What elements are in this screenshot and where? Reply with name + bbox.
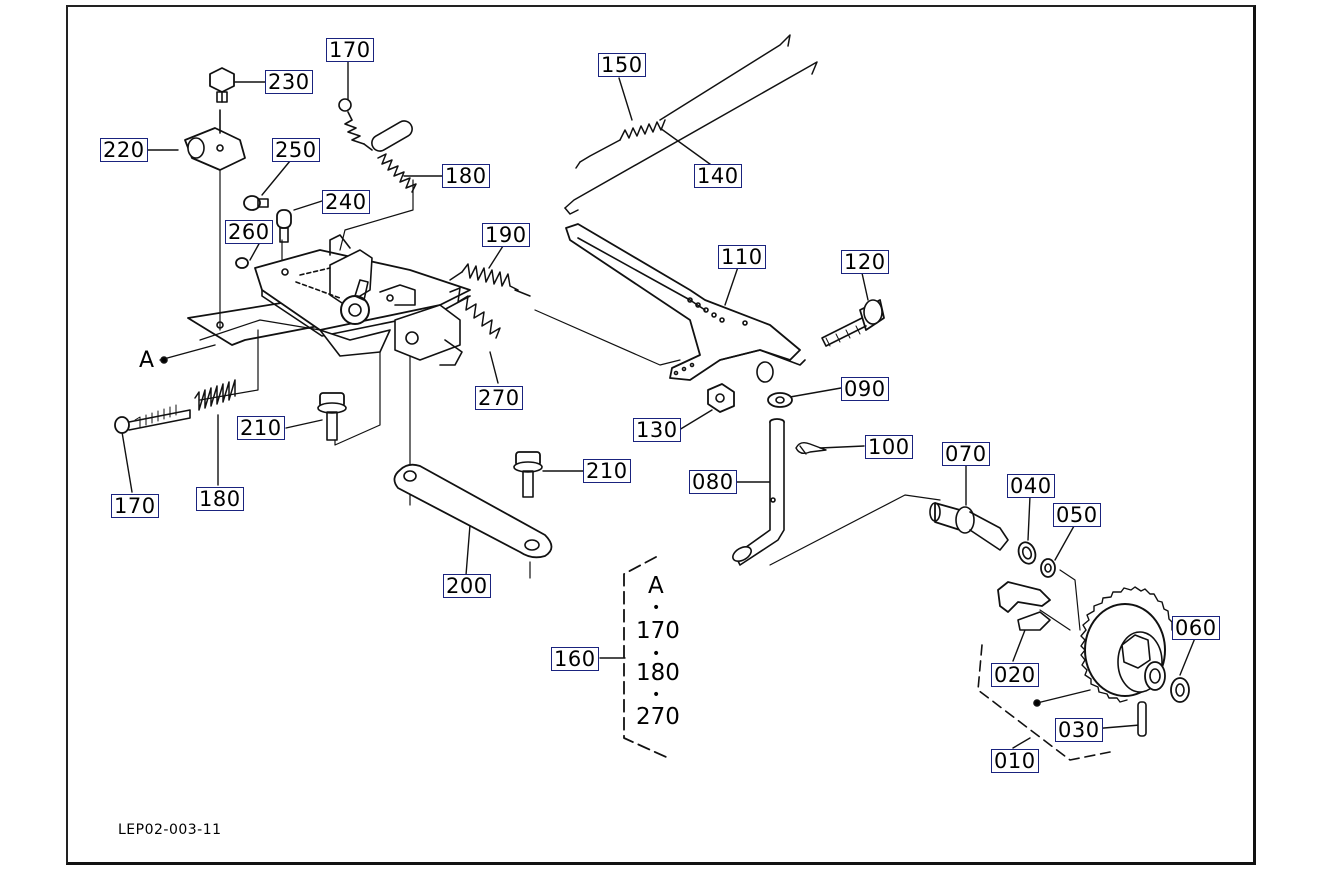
lever-110 — [565, 223, 806, 383]
reference-a-label: A — [139, 348, 155, 373]
drawing-reference-code: LEP02-003-11 — [118, 822, 222, 838]
screw-170-upper — [338, 98, 373, 151]
washer-090 — [767, 392, 793, 408]
callout-120[interactable]: 120 — [841, 250, 889, 274]
shaft-080 — [732, 418, 785, 566]
callout-260[interactable]: 260 — [225, 220, 273, 244]
governor-lever-assembly — [187, 234, 471, 366]
bolt-120 — [821, 299, 885, 347]
marker-dot-a — [160, 356, 168, 364]
link-200 — [393, 463, 553, 559]
callout-130[interactable]: 130 — [633, 418, 681, 442]
callout-220[interactable]: 220 — [100, 138, 148, 162]
callout-210-left[interactable]: 210 — [237, 416, 285, 440]
drawing-frame — [66, 5, 1256, 865]
screw-170-lower — [114, 404, 191, 434]
callout-230[interactable]: 230 — [265, 70, 313, 94]
sleeve-upper — [371, 120, 413, 152]
spring-180-lower — [194, 379, 236, 411]
pin-240 — [276, 209, 292, 243]
callout-070[interactable]: 070 — [942, 442, 990, 466]
shaft-070 — [929, 502, 1009, 551]
callout-170-upper[interactable]: 170 — [326, 38, 374, 62]
leader-lines — [121, 61, 1196, 749]
gear-010 — [1080, 586, 1173, 703]
callout-040[interactable]: 040 — [1007, 474, 1055, 498]
callout-110[interactable]: 110 — [718, 245, 766, 269]
callout-030[interactable]: 030 — [1055, 718, 1103, 742]
clip-100 — [795, 441, 827, 455]
callout-180-upper[interactable]: 180 — [442, 164, 490, 188]
marker-dot-010 — [1033, 699, 1041, 707]
callout-170-lower[interactable]: 170 — [111, 494, 159, 518]
washer-040 — [1017, 541, 1037, 565]
washer-260 — [235, 257, 249, 269]
callout-160[interactable]: 160 — [551, 647, 599, 671]
group-separator-3: • — [652, 687, 661, 703]
callout-080[interactable]: 080 — [689, 470, 737, 494]
rod-140 — [564, 61, 818, 215]
spring-190 — [449, 263, 531, 297]
callout-210-right[interactable]: 210 — [583, 459, 631, 483]
ring-050 — [1040, 558, 1056, 578]
callout-150[interactable]: 150 — [598, 53, 646, 77]
group-separator-1: • — [652, 600, 661, 616]
weight-020 — [997, 581, 1051, 631]
spring-rod-150 — [575, 34, 791, 169]
bolt-210-right — [513, 451, 543, 498]
bracket-220 — [184, 109, 246, 171]
group-item-170: 170 — [636, 618, 680, 644]
washer-060 — [1170, 677, 1190, 703]
group-bracket-010 — [977, 644, 1111, 761]
screw-250 — [243, 195, 269, 211]
callout-250[interactable]: 250 — [272, 138, 320, 162]
spring-270 — [449, 287, 501, 339]
bolt-210-left — [317, 392, 347, 441]
callout-050[interactable]: 050 — [1053, 503, 1101, 527]
callout-060[interactable]: 060 — [1172, 616, 1220, 640]
group-separator-2: • — [652, 646, 661, 662]
group-item-180: 180 — [636, 660, 680, 686]
pin-030 — [1137, 701, 1147, 737]
callout-200[interactable]: 200 — [443, 574, 491, 598]
callout-010[interactable]: 010 — [991, 749, 1039, 773]
spring-180-upper — [377, 153, 417, 193]
callout-190[interactable]: 190 — [482, 223, 530, 247]
callout-090[interactable]: 090 — [841, 377, 889, 401]
callout-100[interactable]: 100 — [865, 435, 913, 459]
bolt-230 — [209, 67, 235, 103]
callout-180-lower[interactable]: 180 — [196, 487, 244, 511]
callout-240[interactable]: 240 — [322, 190, 370, 214]
callout-020[interactable]: 020 — [991, 663, 1039, 687]
assembly-lines — [199, 159, 1081, 631]
group-item-270: 270 — [636, 704, 680, 730]
callout-270[interactable]: 270 — [475, 386, 523, 410]
group-item-a: A — [648, 573, 664, 599]
group-bracket-160 — [623, 556, 667, 758]
nut-130 — [707, 383, 735, 413]
callout-140[interactable]: 140 — [694, 164, 742, 188]
